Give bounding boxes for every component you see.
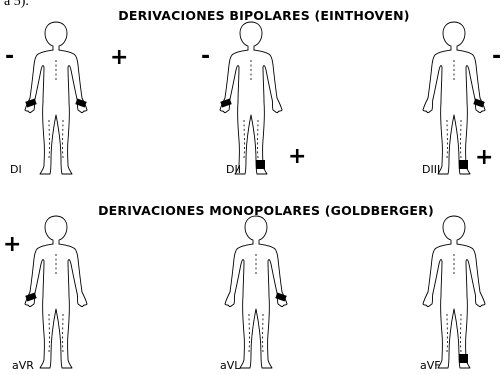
lead-label-dii: DII xyxy=(226,164,241,176)
body-figure-avr xyxy=(22,214,90,369)
body-outline-stroke xyxy=(433,260,442,296)
lead-label-avl: aVL xyxy=(220,360,240,372)
body-outline-stroke xyxy=(443,216,454,244)
electrode-right-wrist xyxy=(220,98,231,107)
body-outline-stroke xyxy=(466,260,475,296)
body-outline-stroke xyxy=(56,22,67,50)
electrode-right-wrist xyxy=(25,292,36,301)
body-outline-stroke xyxy=(246,115,256,160)
body-outline-stroke xyxy=(263,66,272,102)
body-outline-stroke xyxy=(235,260,244,296)
electrode-left-ankle xyxy=(256,160,265,169)
body-figure-dii xyxy=(217,20,285,175)
body-outline-stroke xyxy=(268,260,277,296)
body-outline-stroke xyxy=(251,22,262,50)
negative-sign-dii: - xyxy=(201,46,210,68)
body-outline-stroke xyxy=(35,66,44,102)
body-outline-stroke xyxy=(466,66,475,102)
body-outline-stroke xyxy=(449,309,459,354)
body-outline-drawing xyxy=(22,214,90,369)
body-outline-stroke xyxy=(433,66,442,102)
body-outline-drawing xyxy=(420,214,488,369)
body-outline-stroke xyxy=(454,22,465,50)
body-outline-stroke xyxy=(454,216,465,244)
body-outline-drawing xyxy=(217,20,285,175)
body-outline-stroke xyxy=(230,66,239,102)
body-outline-stroke xyxy=(256,216,267,244)
body-outline-stroke xyxy=(245,216,256,244)
body-outline-drawing xyxy=(22,20,90,175)
positive-sign-dii: + xyxy=(288,146,306,168)
body-figure-avf xyxy=(420,214,488,369)
positive-sign-avr: + xyxy=(3,234,21,256)
electrode-left-wrist xyxy=(275,292,286,301)
body-figure-avl xyxy=(222,214,290,369)
electrode-left-ankle xyxy=(459,160,468,169)
positive-sign-di: + xyxy=(110,47,128,69)
body-outline-drawing xyxy=(222,214,290,369)
lead-label-avf: aVF xyxy=(420,360,441,372)
electrode-right-wrist xyxy=(25,98,36,107)
body-outline-stroke xyxy=(35,260,44,296)
body-outline-stroke xyxy=(68,260,77,296)
body-outline-stroke xyxy=(449,115,459,160)
negative-sign-diii: - xyxy=(492,46,501,68)
body-outline-stroke xyxy=(45,22,56,50)
negative-sign-di: - xyxy=(5,46,14,68)
lead-label-avr: aVR xyxy=(12,360,34,372)
electrode-left-wrist xyxy=(473,98,484,107)
lead-label-diii: DIII xyxy=(422,164,440,176)
body-outline-stroke xyxy=(240,22,251,50)
body-outline-stroke xyxy=(51,309,61,354)
body-outline-stroke xyxy=(443,22,454,50)
body-figure-di xyxy=(22,20,90,175)
positive-sign-diii: + xyxy=(475,147,493,169)
body-outline-stroke xyxy=(51,115,61,160)
body-outline-stroke xyxy=(56,216,67,244)
electrode-left-wrist xyxy=(75,98,86,107)
body-outline-stroke xyxy=(45,216,56,244)
body-outline-stroke xyxy=(251,309,261,354)
body-outline-stroke xyxy=(68,66,77,102)
electrode-left-ankle xyxy=(459,354,468,363)
lead-label-di: DI xyxy=(10,164,22,176)
